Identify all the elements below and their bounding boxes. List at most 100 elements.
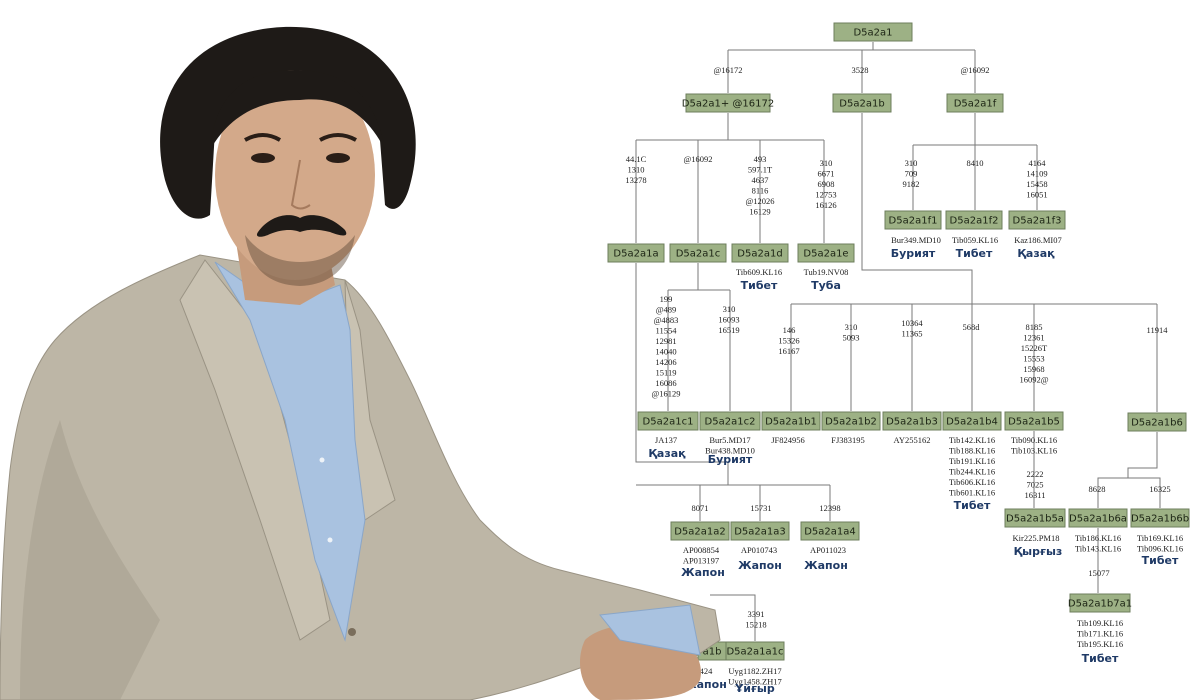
sample-line: Tib171.KL16 — [1077, 629, 1123, 639]
mutation-line: 310 — [820, 158, 833, 168]
mutation-line: 15218 — [745, 620, 766, 630]
sample-line: Tib195.KL16 — [1077, 639, 1123, 649]
population-line: Қазақ — [1017, 247, 1055, 260]
tree-edge — [1097, 432, 1158, 508]
mutation-m_f: @16092 — [960, 65, 989, 75]
population-p_b5a: Қырғыз — [1014, 545, 1063, 558]
mutation-line: 15226T — [1021, 343, 1048, 353]
node-box — [945, 210, 1003, 230]
node-d5a2a1a4: D5a2a1a4 — [800, 521, 860, 541]
mutation-line: 16092@ — [1019, 375, 1048, 385]
right-eyebrow — [319, 133, 357, 142]
sample-line: JA137 — [655, 435, 677, 445]
beard-stubble — [245, 235, 355, 286]
node-box — [884, 210, 942, 230]
mutation-m_b: 3528 — [852, 65, 869, 75]
mutation-m_c: @16092 — [683, 154, 712, 164]
sample-line: Bur349.MD10 — [891, 235, 941, 245]
node-label: D5a2a1f3 — [1013, 216, 1062, 227]
mutation-line: 15119 — [656, 368, 677, 378]
mutation-line: 15553 — [1023, 354, 1044, 364]
node-label: D5a2a1d — [737, 249, 782, 260]
node-box — [942, 411, 1002, 431]
sample-s_b5a: Kir225.PM18 — [1013, 533, 1060, 543]
node-d5a2a1b3: D5a2a1b3 — [882, 411, 942, 431]
population-p_a1c: Ұйғыр — [734, 682, 775, 695]
sample-s_b3: AY255162 — [894, 435, 931, 445]
node-box — [946, 93, 1004, 113]
node-label: D5a2a1b2 — [825, 417, 877, 428]
mutation-line: 15968 — [1023, 364, 1044, 374]
mutation-line: 12981 — [655, 336, 676, 346]
node-d5a2a1f1: D5a2a1f1 — [884, 210, 942, 230]
mutation-line: 14040 — [655, 347, 676, 357]
mutation-line: 310 — [723, 304, 736, 314]
left-eye — [251, 153, 275, 163]
population-line: Тибет — [1142, 554, 1179, 567]
sample-s_a3: AP010743 — [741, 545, 777, 555]
mutation-line: 6671 — [818, 169, 835, 179]
mutation-line: 15731 — [750, 503, 771, 513]
mutation-line: 16325 — [1149, 484, 1170, 494]
mutation-line: 568d — [963, 322, 981, 332]
mutation-line: 8185 — [1026, 322, 1043, 332]
population-line: Тибет — [741, 279, 778, 292]
population-line: Қазақ — [648, 447, 686, 460]
node-label: D5a2a1f1 — [889, 216, 938, 227]
mutation-line: 310 — [905, 158, 918, 168]
sample-s_b4: Tib142.KL16Tib188.KL16Tib191.KL16Tib244.… — [949, 435, 995, 498]
population-p_d: Тибет — [741, 279, 778, 292]
sample-s_f3: Kaz186.MI07 — [1014, 235, 1061, 245]
sample-s_e: Tub19.NV08 — [804, 267, 849, 277]
sample-line: Tib096.KL16 — [1137, 544, 1183, 554]
population-line: Бурият — [891, 247, 936, 260]
node-box — [1130, 508, 1190, 528]
sample-s_a1b: 424 — [700, 666, 714, 676]
population-p_a3: Жапон — [738, 559, 782, 572]
sample-line: Tib059.KL16 — [952, 235, 998, 245]
population-p_b7a1: Тибет — [1082, 652, 1119, 665]
population-line: Жапон — [804, 559, 848, 572]
node-label: D5a2a1a1c — [726, 647, 783, 658]
sample-s_a4: AP011023 — [810, 545, 846, 555]
node-label: D5a2a1b3 — [886, 417, 938, 428]
node-d5a2a1plus: D5a2a1+ @16172 — [682, 93, 774, 113]
nose — [290, 159, 311, 210]
node-box — [1069, 593, 1131, 613]
node-label: D5a2a1 — [853, 28, 892, 39]
mutation-m_b4: 568d — [963, 322, 981, 332]
node-box — [797, 243, 855, 263]
node-d5a2a1f: D5a2a1f — [946, 93, 1004, 113]
node-label: D5a2a1b5a — [1006, 514, 1064, 525]
mutation-line: 8071 — [692, 503, 709, 513]
node-d5a2a1b6a: D5a2a1b6a — [1068, 508, 1128, 528]
node-d5a2a1e: D5a2a1e — [797, 243, 855, 263]
man-portrait-photo — [0, 26, 721, 700]
node-d5a2a1a2: D5a2a1a2 — [670, 521, 730, 541]
mutation-line: 15077 — [1088, 568, 1109, 578]
sample-s_f1: Bur349.MD10 — [891, 235, 941, 245]
mutation-line: @16129 — [651, 389, 680, 399]
mutation-m_c1: 199@489@48831155412981140401420615119160… — [651, 294, 680, 399]
node-d5a2a1b6b: D5a2a1b6b — [1130, 508, 1190, 528]
node-box — [699, 411, 761, 431]
population-line: Ұйғыр — [734, 682, 775, 695]
node-d5a2a1c2: D5a2a1c2 — [699, 411, 761, 431]
sample-line: Tub19.NV08 — [804, 267, 849, 277]
sample-line: AP013197 — [683, 556, 719, 566]
mutation-m_b6b: 16325 — [1149, 484, 1170, 494]
sample-line: Bur438.MD10 — [705, 446, 755, 456]
sample-s_b1: JF824956 — [771, 435, 805, 445]
shirt-cuff — [599, 604, 701, 656]
mutation-line: 12753 — [815, 190, 836, 200]
population-p_e: Туба — [811, 279, 841, 292]
